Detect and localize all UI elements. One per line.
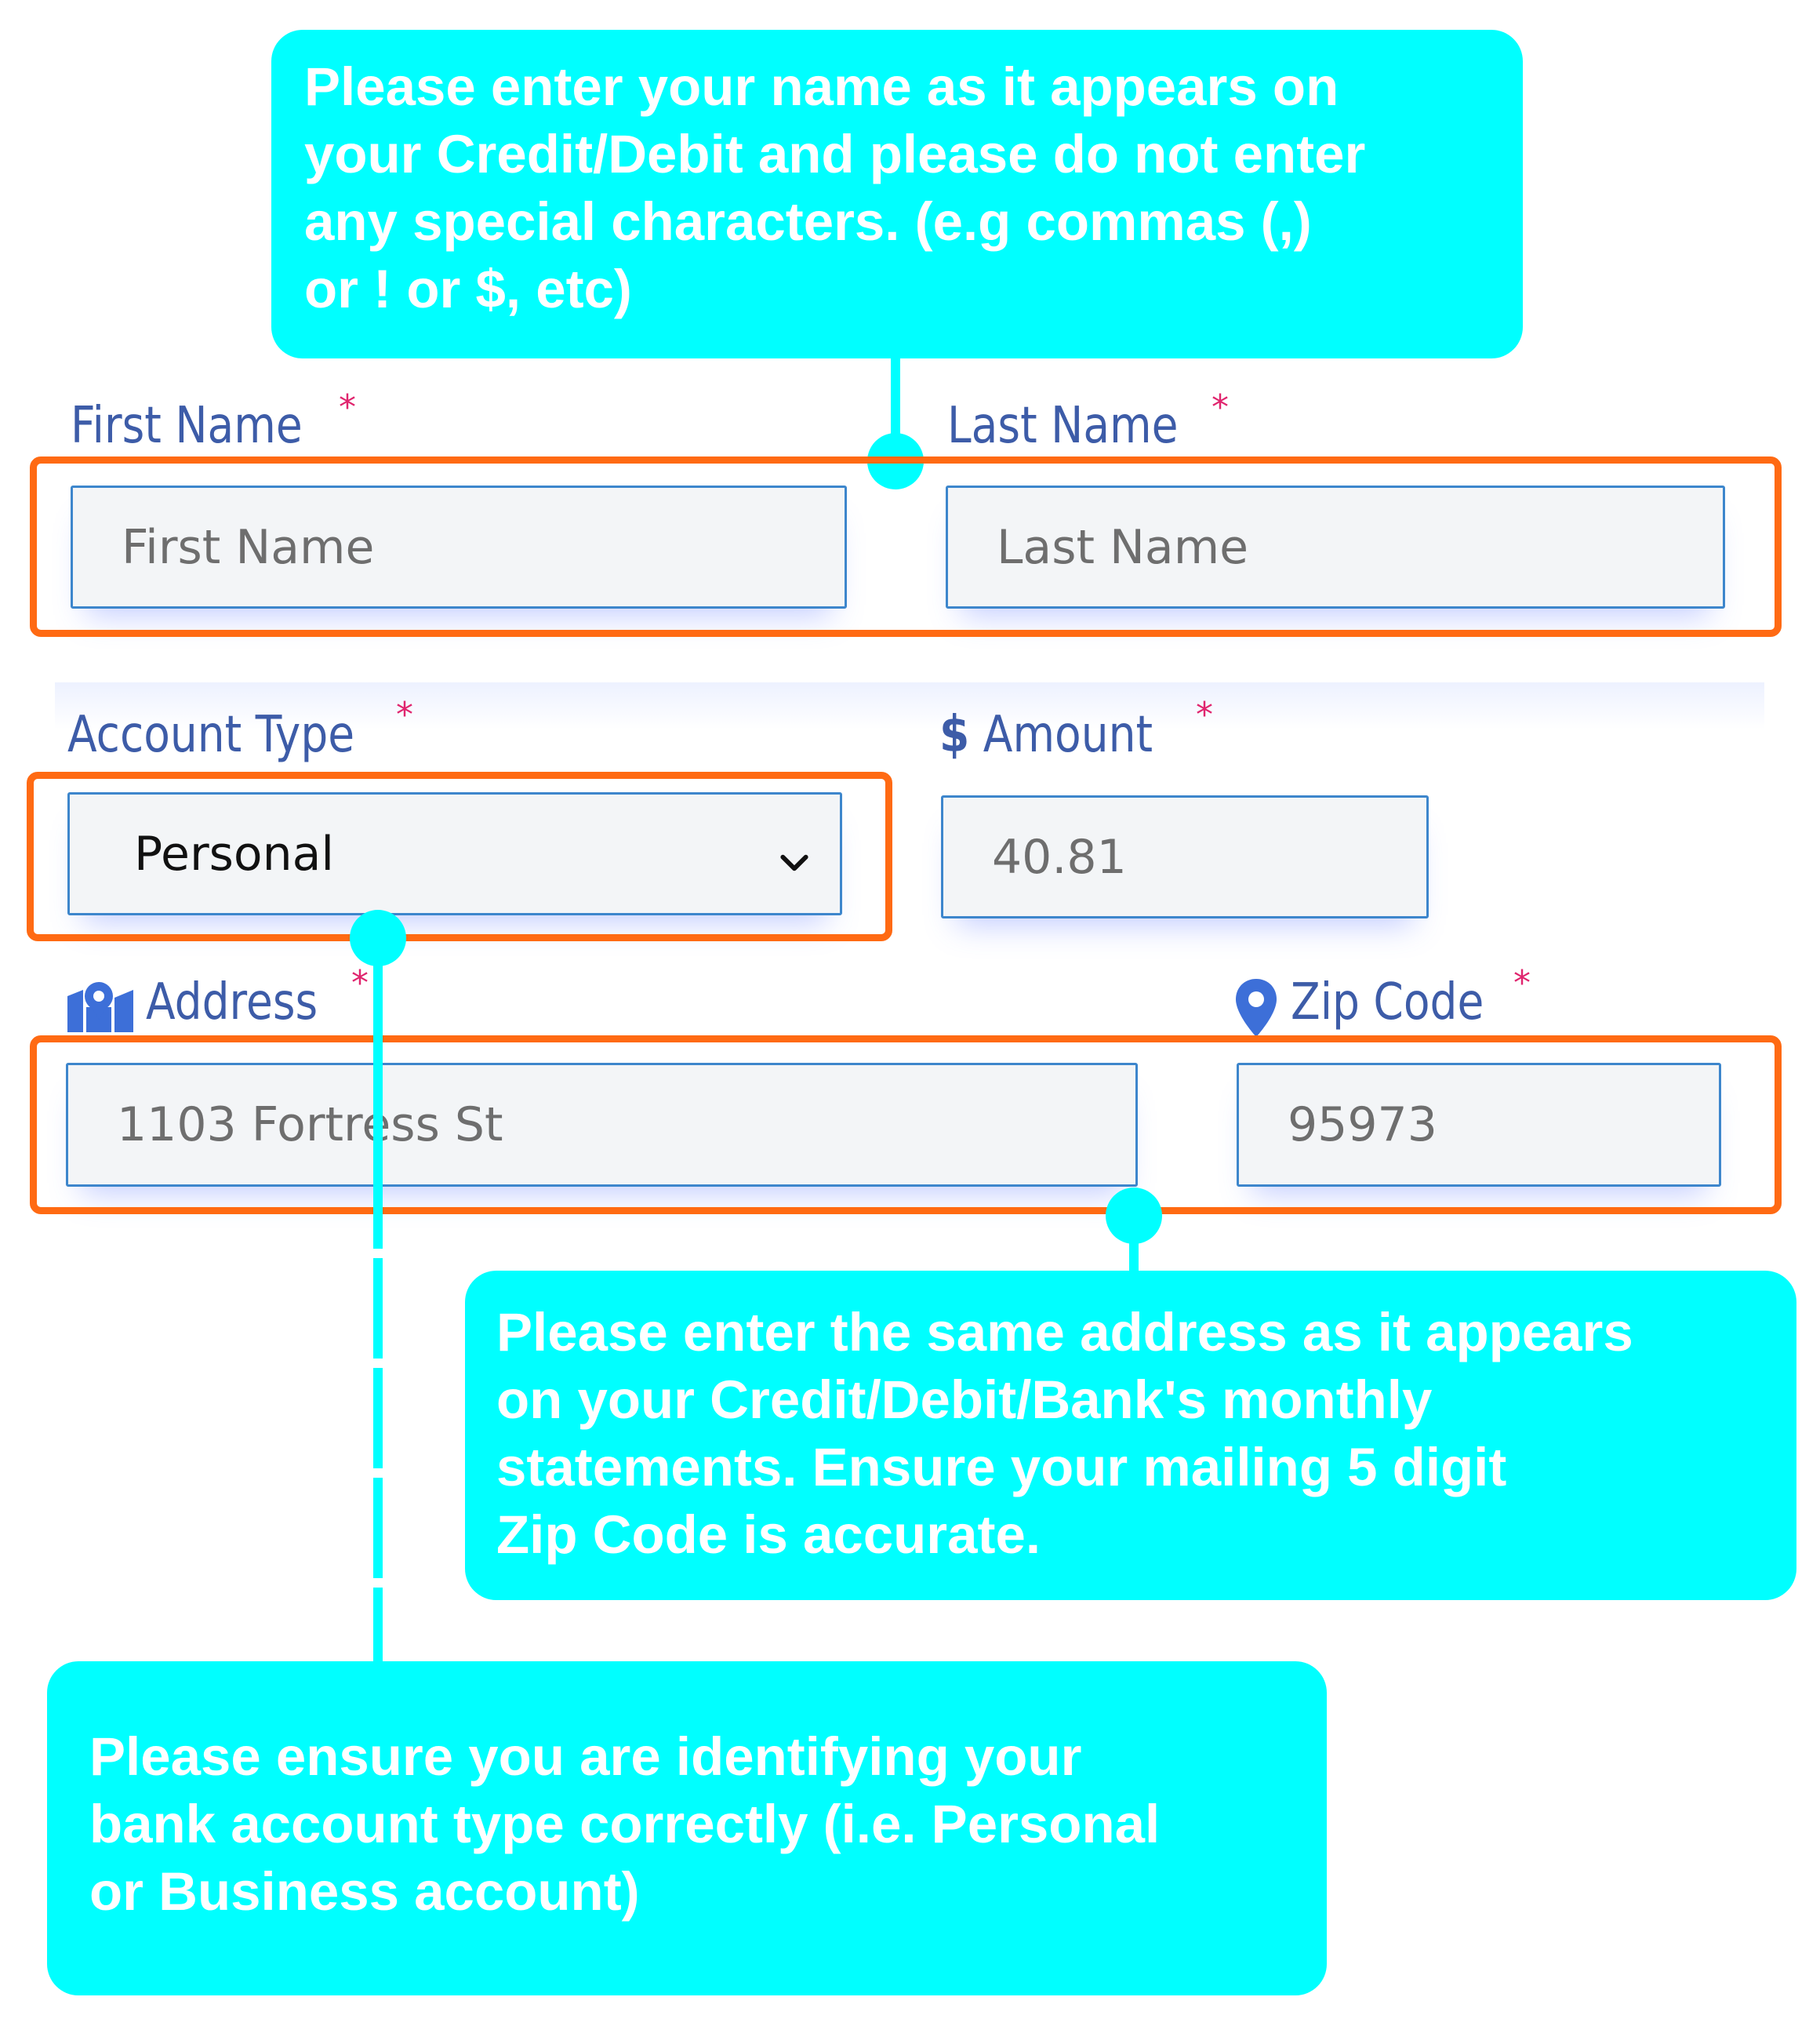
address-input[interactable]: 1103 Fortress St xyxy=(66,1063,1138,1187)
amount-value: 40.81 xyxy=(992,829,1127,885)
zip-code-label: Zip Code xyxy=(1291,973,1484,1031)
account-type-select[interactable]: Personal xyxy=(67,792,842,915)
row-glow xyxy=(55,682,1764,729)
first-name-label: First Name xyxy=(71,397,303,455)
account-type-required-mark: * xyxy=(396,695,413,735)
amount-label-text: Amount xyxy=(983,706,1153,764)
first-name-required-mark: * xyxy=(339,387,356,427)
address-row-highlight xyxy=(30,1035,1782,1214)
connector-line-address xyxy=(1129,1216,1139,1275)
zip-code-required-mark: * xyxy=(1513,963,1531,1003)
last-name-placeholder: Last Name xyxy=(997,519,1249,575)
last-name-input[interactable]: Last Name xyxy=(946,486,1725,609)
amount-required-mark: * xyxy=(1196,695,1213,735)
account-type-selected-value: Personal xyxy=(134,826,335,882)
connector-line-account-2 xyxy=(373,1258,383,1359)
account-type-tooltip-callout: Please ensure you are identifying your b… xyxy=(47,1661,1327,1995)
connector-line-account-5 xyxy=(373,1588,383,1666)
last-name-required-mark: * xyxy=(1212,387,1229,427)
address-value: 1103 Fortress St xyxy=(117,1097,503,1152)
zip-code-input[interactable]: 95973 xyxy=(1237,1063,1721,1187)
address-label: Address xyxy=(146,973,318,1031)
amount-label: $ Amount xyxy=(939,704,1153,766)
address-tooltip-callout: Please enter the same address as it appe… xyxy=(465,1271,1796,1600)
account-type-label: Account Type xyxy=(67,706,355,764)
name-tooltip-callout: Please enter your name as it appears on … xyxy=(271,30,1523,358)
account-type-highlight xyxy=(27,772,892,941)
connector-line-account-1 xyxy=(373,935,383,1249)
amount-input[interactable]: 40.81 xyxy=(941,795,1429,918)
first-name-input[interactable]: First Name xyxy=(71,486,847,609)
zip-code-value: 95973 xyxy=(1288,1097,1437,1152)
name-row-highlight xyxy=(30,456,1782,637)
dollar-sign-icon: $ xyxy=(939,706,970,764)
address-required-mark: * xyxy=(351,963,369,1003)
map-icon xyxy=(66,979,135,1034)
first-name-placeholder: First Name xyxy=(122,519,375,575)
last-name-label: Last Name xyxy=(947,397,1179,455)
chevron-down-icon xyxy=(777,837,812,871)
connector-line-account-3 xyxy=(373,1368,383,1468)
map-pin-icon xyxy=(1234,977,1278,1038)
connector-line-account-4 xyxy=(373,1478,383,1578)
